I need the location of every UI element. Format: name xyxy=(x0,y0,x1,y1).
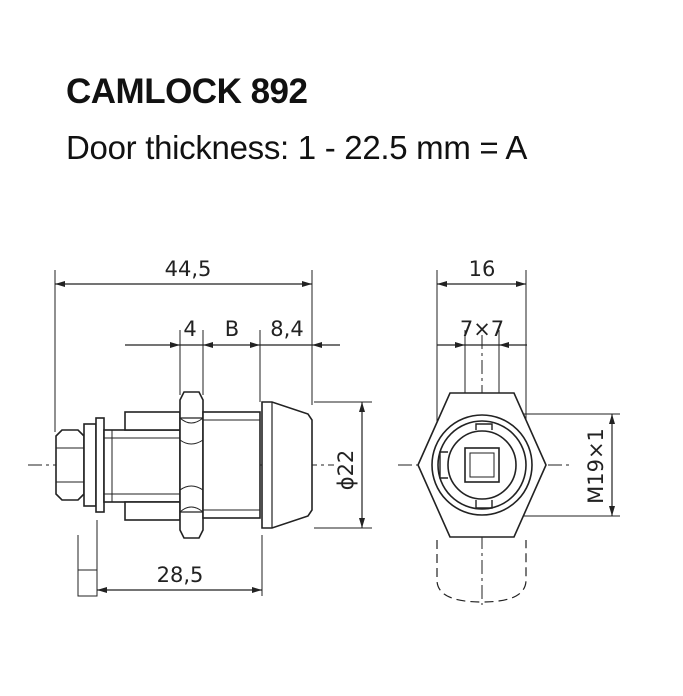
threaded-body xyxy=(103,429,181,503)
door-thickness-note: Door thickness: 1 - 22.5 mm = A xyxy=(66,129,528,166)
segment-1-label: 4 xyxy=(183,317,196,341)
hex-nut xyxy=(179,391,204,539)
thread-label: M19×1 xyxy=(584,428,608,504)
cam-tip xyxy=(55,429,85,501)
body-length-label: 28,5 xyxy=(157,563,204,587)
key-square xyxy=(464,447,500,483)
overall-length-label: 44,5 xyxy=(165,257,212,281)
segment-3-label: 8,4 xyxy=(270,317,303,341)
segment-2-label: B xyxy=(225,317,239,341)
front-view xyxy=(398,270,620,605)
product-title: CAMLOCK 892 xyxy=(66,72,308,111)
width-label: 16 xyxy=(469,257,496,281)
front-bezel xyxy=(261,401,313,529)
square-label: 7×7 xyxy=(460,317,504,341)
lock-barrel xyxy=(202,411,261,519)
side-view xyxy=(28,270,372,597)
cam-outline-hidden xyxy=(436,540,527,603)
diameter-label: ϕ22 xyxy=(334,450,358,491)
